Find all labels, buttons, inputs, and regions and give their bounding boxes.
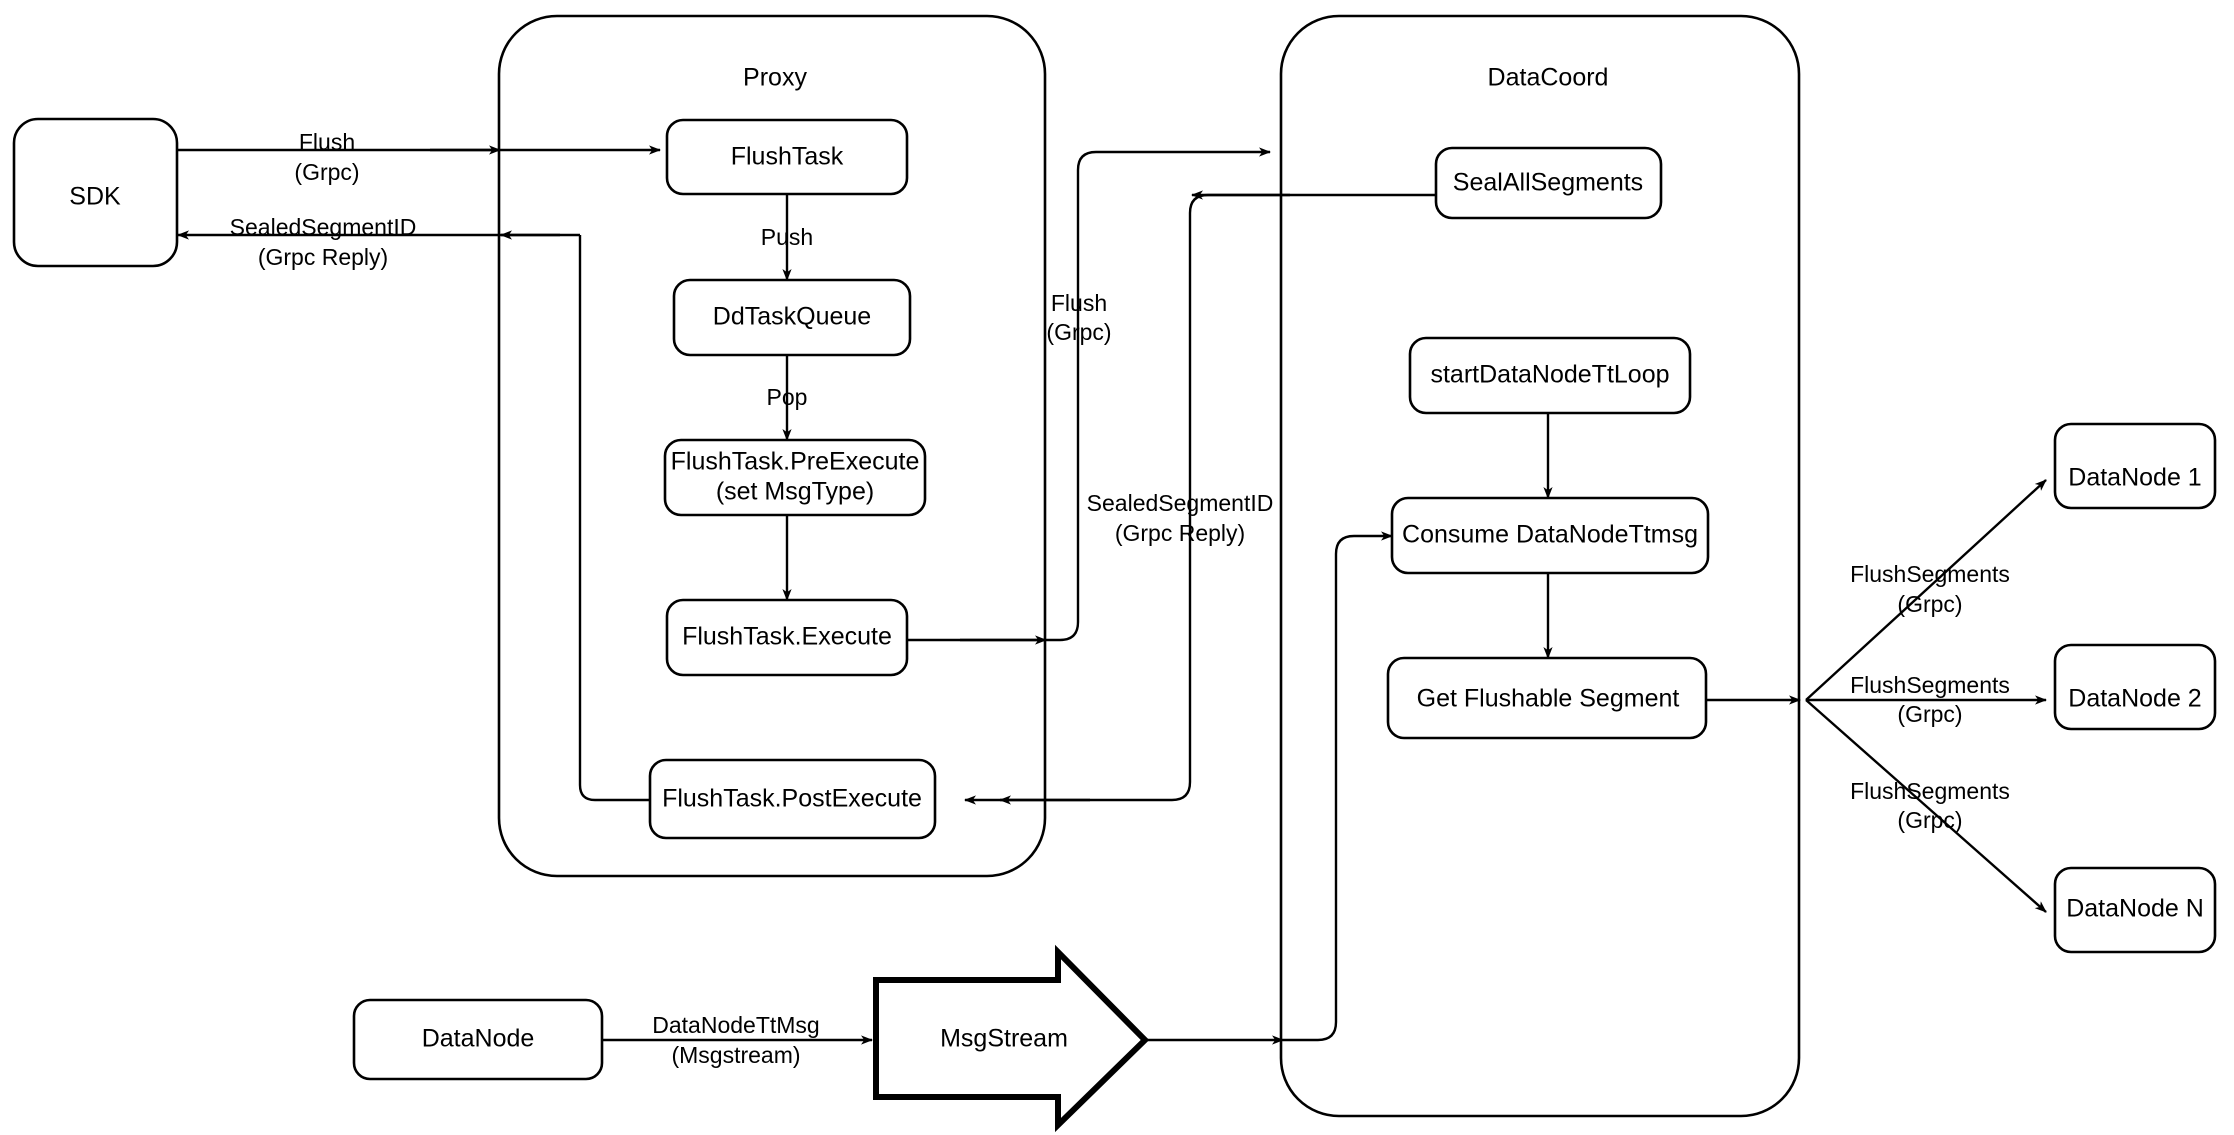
node-datanode-2[interactable]: DataNode 2 <box>2053 643 2217 731</box>
edge-postexecute-return-to-sdk <box>578 235 650 802</box>
datacoord-group-label: DataCoord <box>1488 64 1609 92</box>
edge-hub-to-datanoden <box>1805 699 2047 913</box>
node-datanode-1-label: DataNode 1 <box>2068 464 2201 492</box>
node-ddtaskqueue-label: DdTaskQueue <box>713 303 871 331</box>
edge-label-datanode-ttmsg-line1: DataNodeTtMsg <box>652 1012 819 1038</box>
node-msgstream-label: MsgStream <box>940 1025 1068 1053</box>
node-get-flushable-segment-rect[interactable] <box>1386 656 1708 740</box>
node-datanode-bottom[interactable]: DataNode <box>352 998 604 1081</box>
node-datanode-2-label: DataNode 2 <box>2068 685 2201 713</box>
edge-label-proxy-to-sdk-line1: SealedSegmentID <box>230 214 417 240</box>
node-sdk-label: SDK <box>69 183 121 211</box>
edge-label-flushsegments-n-line1: FlushSegments <box>1850 778 2010 804</box>
edge-datacoord-ttmsg-riser <box>1283 531 1393 1042</box>
node-postexecute-rect[interactable] <box>648 758 937 840</box>
proxy-group-label: Proxy <box>743 64 807 92</box>
node-preexecute-label-line1: FlushTask.PreExecute <box>671 448 920 476</box>
node-get-flushable-segment-label: Get Flushable Segment <box>1417 685 1680 713</box>
node-startdatanodettloop[interactable]: startDataNodeTtLoop <box>1408 336 1692 415</box>
node-sdk-rect[interactable] <box>12 117 179 268</box>
node-ddtaskqueue-rect[interactable] <box>672 278 912 357</box>
node-get-flushable-segment[interactable]: Get Flushable Segment <box>1386 656 1708 740</box>
msgstream-block-arrow-shape[interactable] <box>873 944 1150 1133</box>
edge-label-proxy-to-coord-line1: Flush <box>1051 290 1107 316</box>
node-datanode-bottom-label: DataNode <box>422 1025 535 1053</box>
node-datanode-n-rect[interactable] <box>2053 866 2217 954</box>
node-msgstream[interactable]: MsgStream <box>873 944 1150 1133</box>
node-sealallsegments-rect[interactable] <box>1434 146 1663 220</box>
node-preexecute-rect[interactable] <box>663 438 927 517</box>
edge-label-flushsegments-1-line1: FlushSegments <box>1850 561 2010 587</box>
edge-label-push: Push <box>761 224 813 250</box>
edge-label-pop: Pop <box>767 384 808 410</box>
node-datanode-2-rect[interactable] <box>2053 643 2217 731</box>
edge-label-coord-to-proxy-line1: SealedSegmentID <box>1087 490 1274 516</box>
edge-label-proxy-to-coord-line2: (Grpc) <box>1046 319 1111 345</box>
edge-label-sdk-to-proxy-line1: Flush <box>299 129 355 155</box>
node-datanode-bottom-rect[interactable] <box>352 998 604 1081</box>
node-consume-datanodettmsg-rect[interactable] <box>1390 496 1710 575</box>
node-postexecute-label: FlushTask.PostExecute <box>662 785 922 813</box>
node-flushtask-rect[interactable] <box>665 118 909 196</box>
node-preexecute-label-line2: (set MsgType) <box>716 478 874 506</box>
node-postexecute[interactable]: FlushTask.PostExecute <box>648 758 937 840</box>
edge-label-flushsegments-n-line2: (Grpc) <box>1897 807 1962 833</box>
node-datanode-1-rect[interactable] <box>2053 422 2217 510</box>
node-datanode-n-label: DataNode N <box>2066 895 2204 923</box>
node-preexecute[interactable]: FlushTask.PreExecute (set MsgType) <box>663 438 927 517</box>
edge-label-sdk-to-proxy-line2: (Grpc) <box>294 159 359 185</box>
edge-label-proxy-to-sdk-line2: (Grpc Reply) <box>258 244 388 270</box>
node-datanode-n[interactable]: DataNode N <box>2053 866 2217 954</box>
edge-execute-to-datacoord <box>907 147 1271 642</box>
node-datanode-1[interactable]: DataNode 1 <box>2053 422 2217 510</box>
edge-label-coord-to-proxy-line2: (Grpc Reply) <box>1115 520 1245 546</box>
node-execute-rect[interactable] <box>665 598 909 677</box>
node-execute[interactable]: FlushTask.Execute <box>665 598 909 677</box>
node-sdk[interactable]: SDK <box>12 117 179 268</box>
node-consume-datanodettmsg[interactable]: Consume DataNodeTtmsg <box>1390 496 1710 575</box>
edge-label-flushsegments-2-line1: FlushSegments <box>1850 672 2010 698</box>
node-flushtask[interactable]: FlushTask <box>665 118 909 196</box>
proxy-group-container <box>497 14 1047 878</box>
node-sealallsegments[interactable]: SealAllSegments <box>1434 146 1663 220</box>
datacoord-group-container <box>1279 14 1801 1118</box>
edge-label-flushsegments-2-line2: (Grpc) <box>1897 701 1962 727</box>
node-sealallsegments-label: SealAllSegments <box>1453 169 1643 197</box>
node-ddtaskqueue[interactable]: DdTaskQueue <box>672 278 912 357</box>
edge-label-datanode-ttmsg-line2: (Msgstream) <box>671 1042 800 1068</box>
node-consume-datanodettmsg-label: Consume DataNodeTtmsg <box>1402 521 1698 549</box>
node-startdatanodettloop-label: startDataNodeTtLoop <box>1430 361 1669 389</box>
node-startdatanodettloop-rect[interactable] <box>1408 336 1692 415</box>
edge-hub-to-datanode1 <box>1805 479 2047 701</box>
edge-label-flushsegments-1-line2: (Grpc) <box>1897 591 1962 617</box>
node-execute-label: FlushTask.Execute <box>682 623 892 651</box>
node-flushtask-label: FlushTask <box>731 143 844 171</box>
